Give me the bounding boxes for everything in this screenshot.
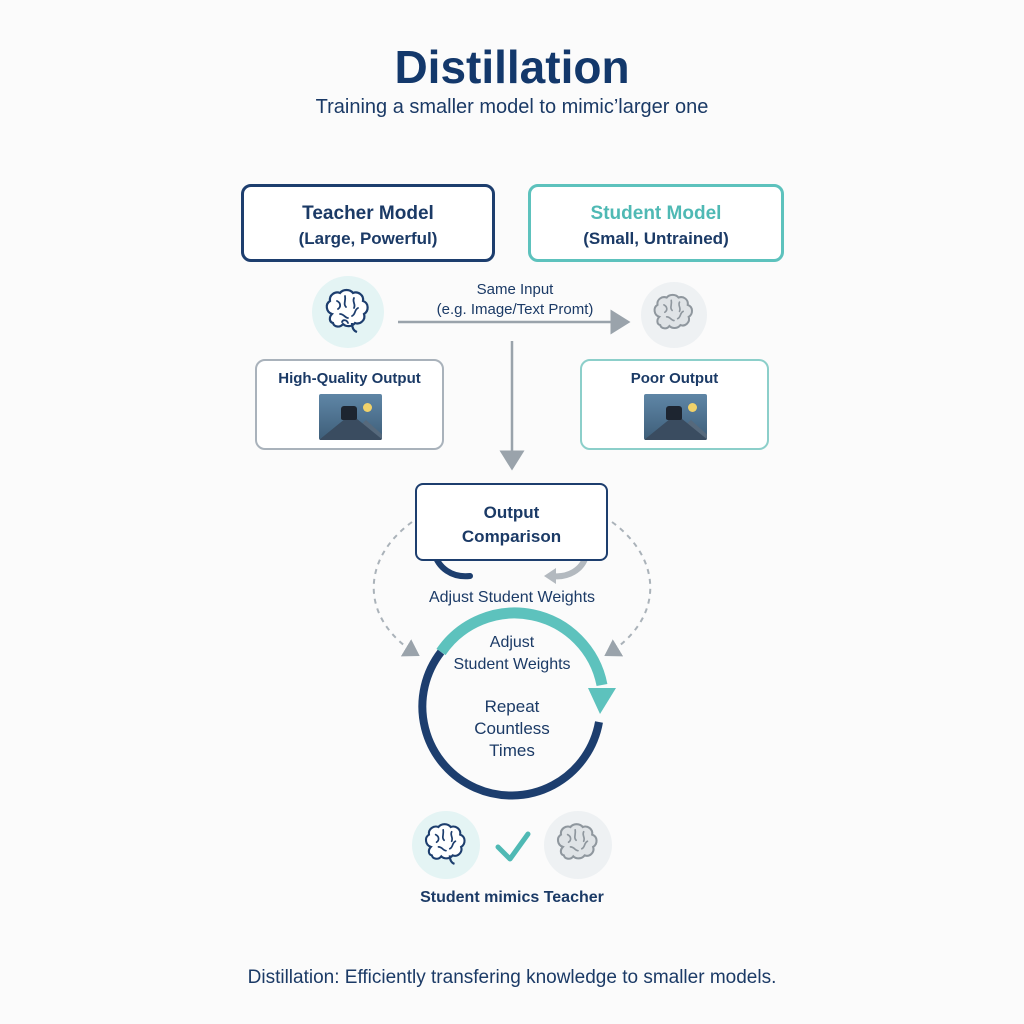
input-label-line2: (e.g. Image/Text Promt) xyxy=(436,301,594,318)
student-brain-icon xyxy=(641,282,707,348)
adjust-weights-label: Adjust Student Weights xyxy=(428,589,596,606)
teacher-model-desc: (Large, Powerful) xyxy=(298,229,438,248)
comparison-line2: Comparison xyxy=(461,527,562,546)
diagram-subtitle: Training a smaller model to mimic’larger… xyxy=(315,96,709,118)
student-output-box: Poor Output xyxy=(580,359,769,450)
image-icon xyxy=(319,394,382,440)
student-model-name: Student Model xyxy=(590,203,722,224)
comparison-line1: Output xyxy=(483,503,540,522)
footer-caption: Distillation: Efficiently transfering kn… xyxy=(247,967,777,988)
input-label-line1: Same Input xyxy=(476,281,554,298)
diagram-title: Distillation xyxy=(394,41,630,93)
loop-adjust-line1: Adjust xyxy=(489,634,535,651)
output-comparison-box: Output Comparison xyxy=(415,483,608,561)
student-model-box: Student Model (Small, Untrained) xyxy=(528,184,784,262)
loop-adjust-line2: Student Weights xyxy=(453,656,571,673)
repeat-label: Repeat Countless Times xyxy=(432,696,592,762)
final-student-brain-icon xyxy=(544,811,612,879)
loop-adjust-label: Adjust Student Weights xyxy=(412,632,612,676)
student-model-desc: (Small, Untrained) xyxy=(583,229,729,248)
repeat-line3: Times xyxy=(489,741,535,760)
teacher-model-box: Teacher Model (Large, Powerful) xyxy=(241,184,495,262)
teacher-output-box: High-Quality Output xyxy=(255,359,444,450)
result-label: Student mimics Teacher xyxy=(420,889,604,906)
teacher-brain-icon xyxy=(312,276,384,348)
dashed-arc-right xyxy=(604,521,652,657)
teacher-model-name: Teacher Model xyxy=(302,203,434,224)
dashed-arc-left xyxy=(372,521,420,657)
image-icon xyxy=(644,394,707,440)
repeat-line2: Countless xyxy=(474,719,550,738)
repeat-loop-icon xyxy=(418,607,616,800)
repeat-line1: Repeat xyxy=(484,697,540,716)
final-teacher-brain-icon xyxy=(412,811,480,879)
student-output-label: Poor Output xyxy=(630,370,719,387)
input-label: Same Input (e.g. Image/Text Promt) xyxy=(395,280,635,320)
teacher-output-label: High-Quality Output xyxy=(278,370,421,387)
checkmark-icon xyxy=(495,831,531,862)
